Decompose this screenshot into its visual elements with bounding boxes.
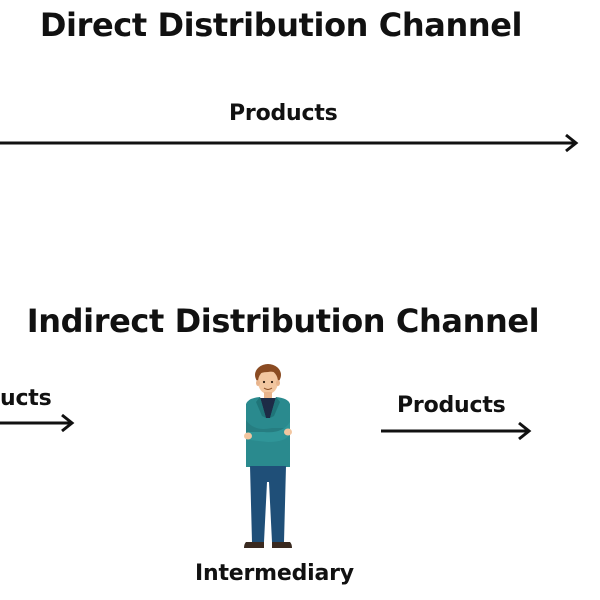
indirect-left-products-arrow <box>0 413 75 433</box>
intermediary-label: Intermediary <box>195 561 354 586</box>
indirect-right-products-arrow <box>381 421 532 441</box>
indirect-left-products-label: ucts <box>0 386 52 411</box>
direct-products-label: Products <box>229 101 338 126</box>
indirect-channel-title: Indirect Distribution Channel <box>26 302 540 340</box>
businessman-icon <box>244 364 292 548</box>
direct-products-arrow <box>0 133 579 153</box>
direct-channel-title: Direct Distribution Channel <box>39 6 523 44</box>
indirect-right-products-label: Products <box>397 393 506 418</box>
